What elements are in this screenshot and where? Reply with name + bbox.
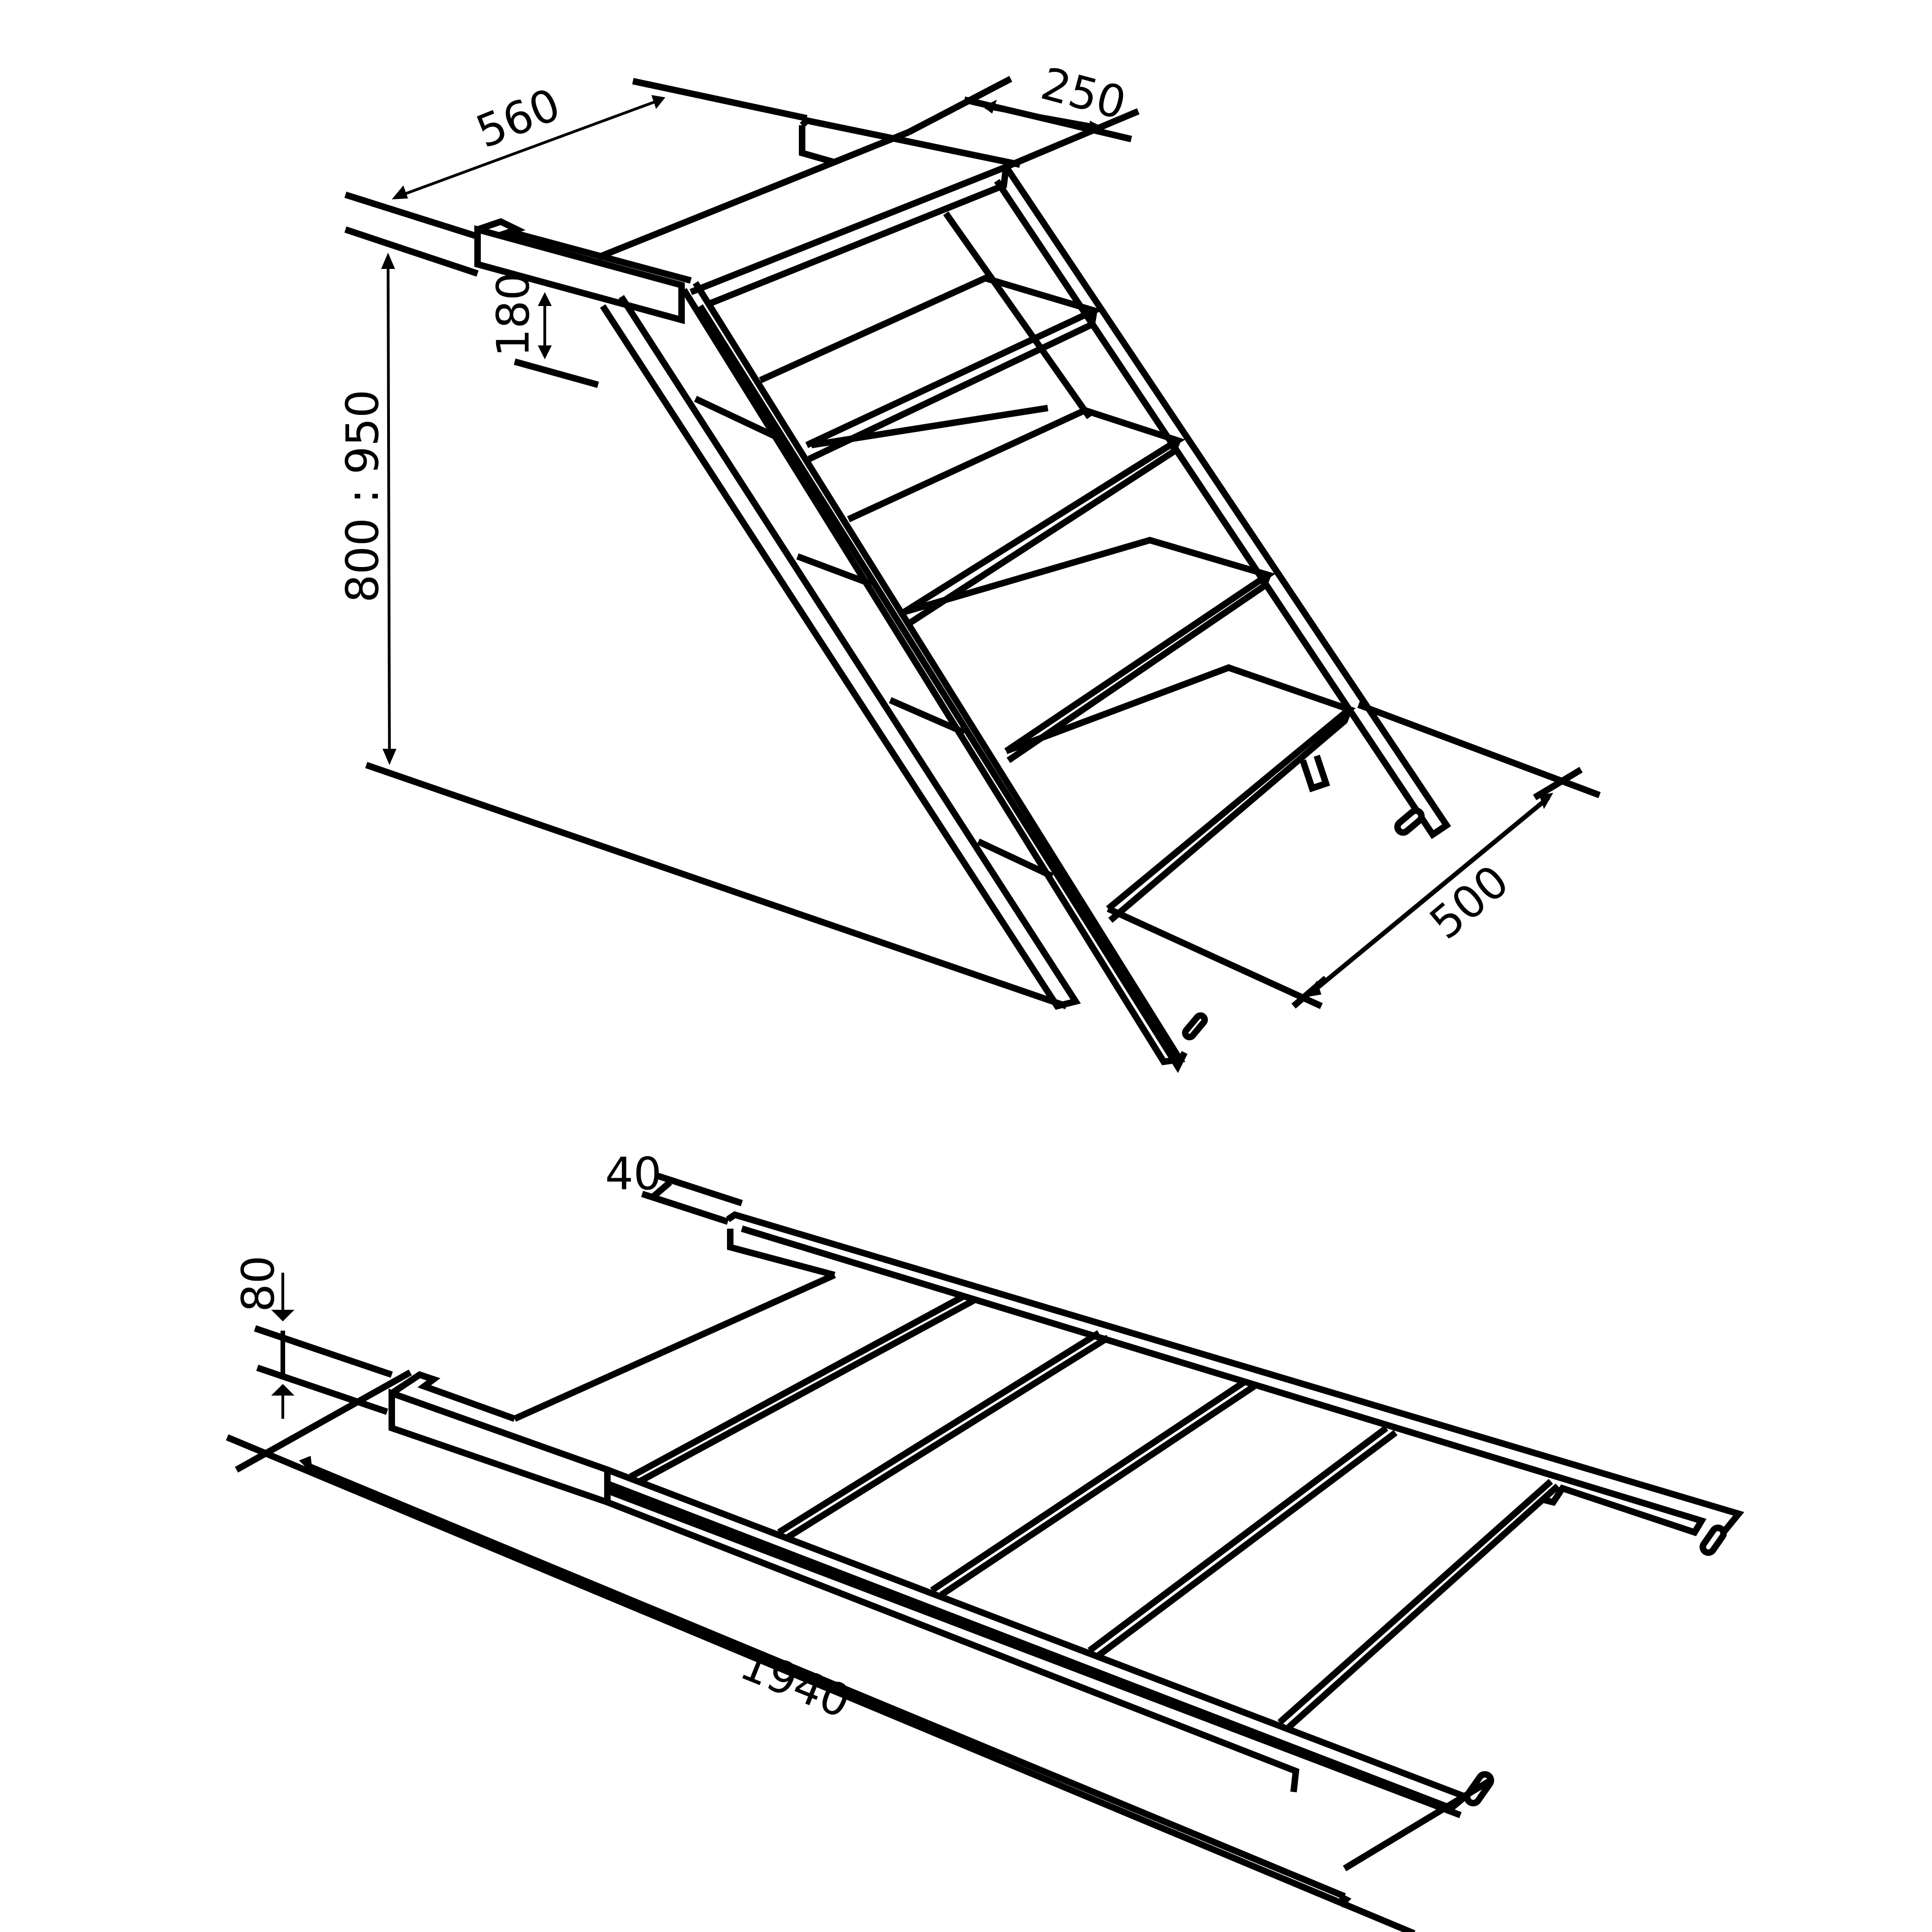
tread-5	[1005, 664, 1356, 923]
assembled-stair	[365, 117, 1451, 1073]
top-bracket-right	[799, 117, 1021, 168]
flat-ladder	[389, 1211, 1745, 1818]
dimensions-top: 560 250 180 800 : 950 500	[337, 57, 1601, 1009]
floor-line	[365, 762, 1068, 1009]
back-stringer	[943, 165, 1451, 839]
foot-pin-back	[1394, 807, 1425, 836]
foot-pin-front	[1182, 1012, 1208, 1040]
front-stringer	[681, 281, 1188, 1073]
dim-500: 500	[1420, 855, 1518, 950]
dim-800-950: 800 : 950	[337, 389, 389, 603]
top-tread	[597, 129, 1010, 307]
dim-180: 180	[487, 272, 539, 357]
dim-1940: 1940	[733, 1638, 857, 1728]
dim-560: 560	[469, 78, 567, 158]
dim-80: 80	[232, 1256, 284, 1312]
tread-4	[903, 536, 1276, 763]
rungs	[513, 1272, 1560, 1730]
pin-back	[1699, 1524, 1727, 1556]
top-bracket-left	[474, 218, 692, 325]
tread-3	[810, 405, 1186, 626]
tread-2	[759, 274, 1103, 462]
dim-40: 40	[605, 1148, 662, 1200]
back-rail	[726, 1211, 1745, 1542]
